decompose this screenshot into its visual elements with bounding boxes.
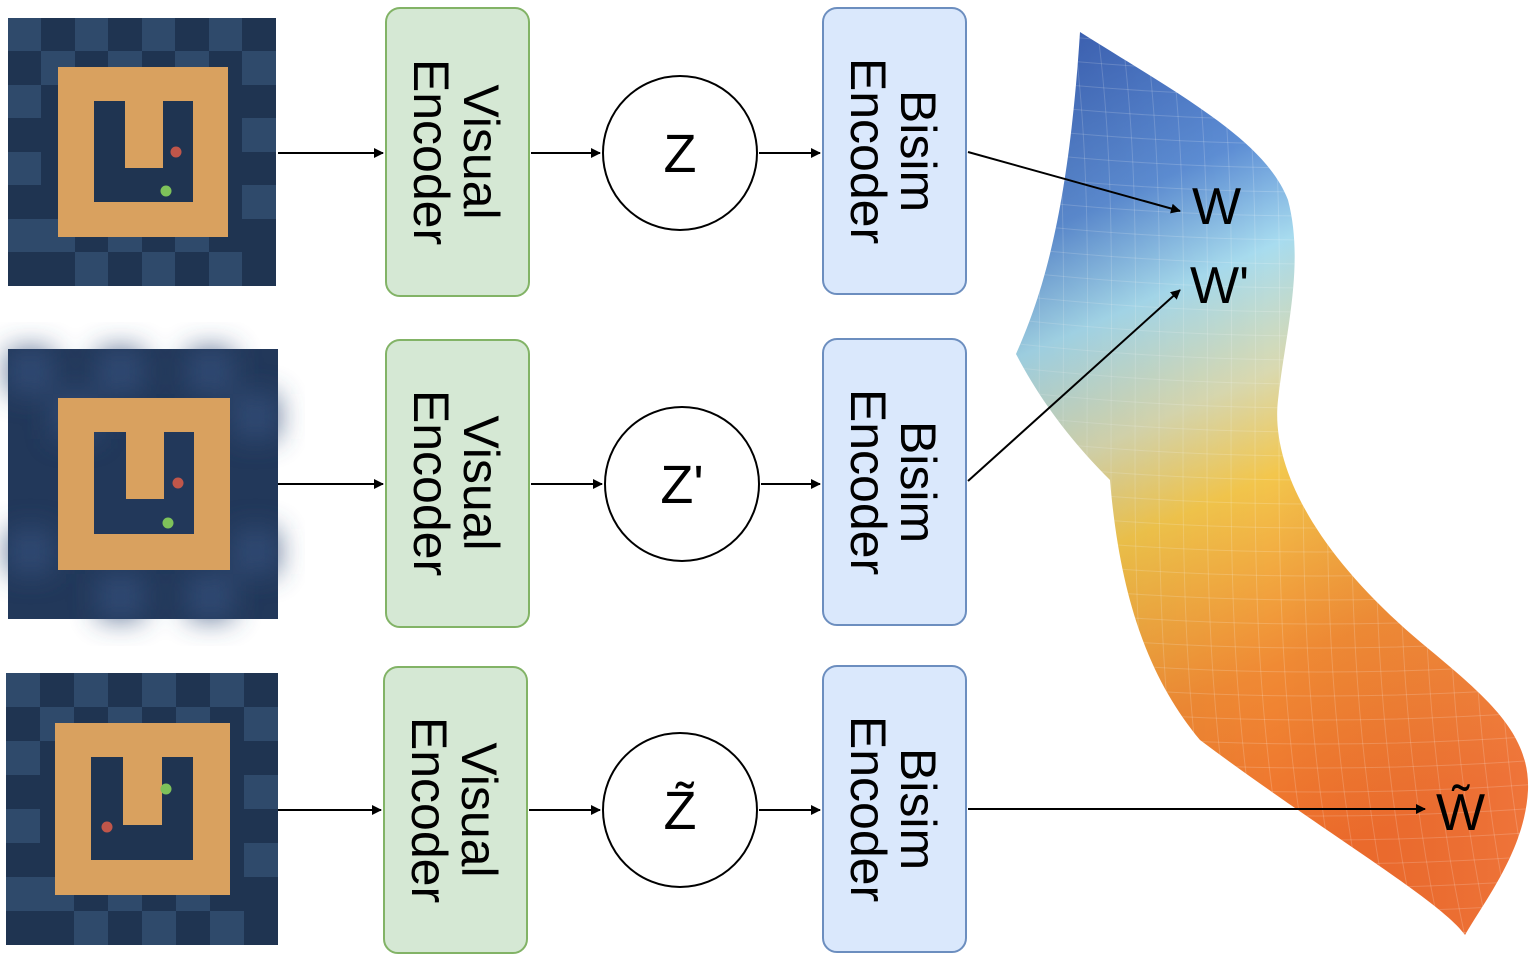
- output-embedding-label: W': [1190, 257, 1249, 315]
- visual-encoder-3: Visual Encoder: [383, 666, 528, 954]
- agent-red-dot: [170, 146, 182, 158]
- latent-node-label: Z': [660, 455, 703, 515]
- visual-encoder-label-line1: Visual: [453, 84, 509, 219]
- maze-observation-3: [6, 673, 278, 945]
- goal-green-dot: [160, 185, 172, 197]
- visual-encoder-label-line2: Encoder: [403, 59, 459, 245]
- visual-encoder-2: Visual Encoder: [385, 339, 530, 628]
- agent-red-dot: [172, 477, 184, 489]
- bisim-encoder-label-line1: Bisim: [890, 421, 946, 543]
- bisim-encoder-label-line2: Encoder: [840, 716, 896, 902]
- row-2: Visual Encoder Z' Bisim Encoder W': [8, 257, 1249, 628]
- maze-observation-2: [8, 349, 278, 619]
- latent-node-label: Z: [664, 124, 697, 184]
- latent-node-3: Z̃: [602, 732, 758, 888]
- visual-encoder-label-line2: Encoder: [403, 390, 459, 576]
- row-1: Visual Encoder Z Bisim Encoder W: [8, 7, 1241, 297]
- bisim-encoder-1: Bisim Encoder: [822, 7, 967, 295]
- latent-node-label: Z̃: [664, 781, 697, 841]
- bisim-encoder-label-line2: Encoder: [840, 389, 896, 575]
- output-embedding-label: W̃: [1436, 783, 1485, 842]
- goal-green-dot: [160, 783, 172, 795]
- latent-node-2: Z': [604, 406, 760, 562]
- visual-encoder-label-line2: Encoder: [401, 717, 457, 903]
- goal-green-dot: [162, 517, 174, 529]
- agent-red-dot: [101, 821, 113, 833]
- bisim-encoder-2: Bisim Encoder: [822, 338, 967, 626]
- visual-encoder-label-line1: Visual: [453, 415, 509, 550]
- row-3: Visual Encoder Z̃ Bisim Encoder W̃: [6, 665, 1485, 954]
- visual-encoder-label-line1: Visual: [451, 742, 507, 877]
- output-embedding-label: W: [1192, 178, 1241, 236]
- bisim-encoder-label-line1: Bisim: [890, 748, 946, 870]
- bisim-encoder-label-line2: Encoder: [840, 58, 896, 244]
- maze-observation-1: [8, 18, 276, 286]
- bisim-encoder-label-line1: Bisim: [890, 90, 946, 212]
- visual-encoder-1: Visual Encoder: [385, 7, 530, 297]
- latent-node-1: Z: [602, 75, 758, 231]
- bisim-encoder-3: Bisim Encoder: [822, 665, 967, 953]
